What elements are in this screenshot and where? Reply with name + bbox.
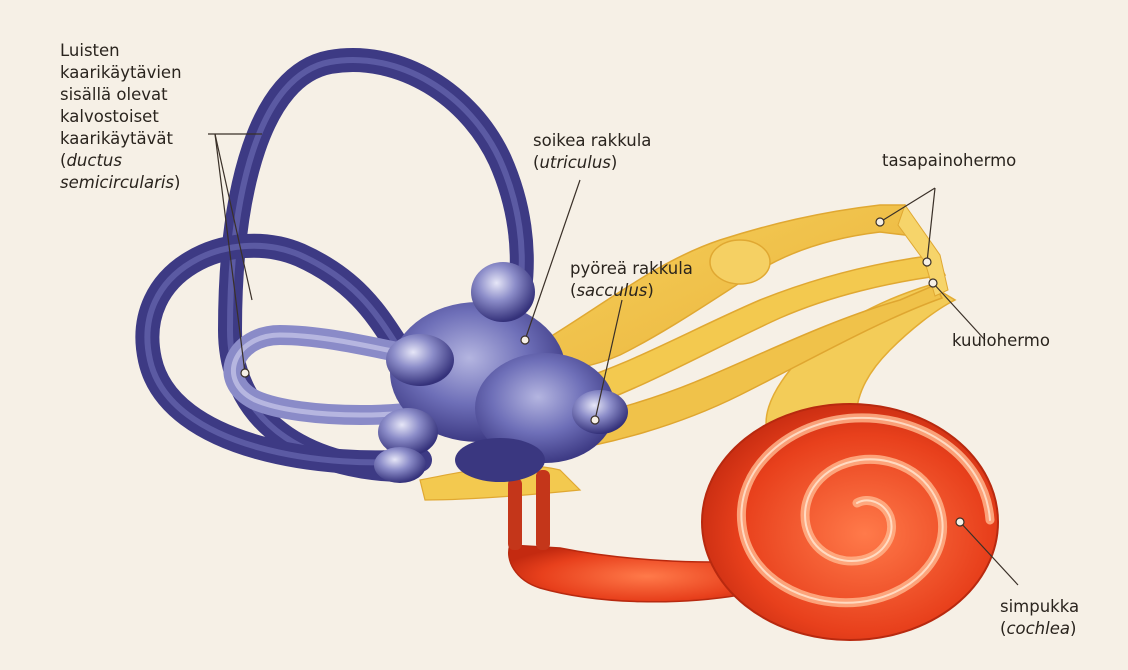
canals-line-4: kalvostoiset xyxy=(60,106,182,128)
label-cochlea: simpukka (cochlea) xyxy=(1000,596,1079,640)
label-semicircular-canals: Luisten kaarikäytävien sisällä olevat ka… xyxy=(60,40,182,194)
utricle-name: soikea rakkula xyxy=(533,130,651,152)
label-utricle: soikea rakkula (utriculus) xyxy=(533,130,651,174)
label-saccule: pyöreä rakkula (sacculus) xyxy=(570,258,693,302)
cochlea-name: simpukka xyxy=(1000,596,1079,618)
cochlear-nerve-name: kuulohermo xyxy=(952,330,1050,352)
label-cochlear-nerve: kuulohermo xyxy=(952,330,1050,352)
saccule-latin: sacculus xyxy=(576,281,647,300)
utricle-latin-line: (utriculus) xyxy=(533,152,651,174)
canals-latin-1: ductus xyxy=(66,151,122,170)
saccule-name: pyöreä rakkula xyxy=(570,258,693,280)
canals-latin-2: semicircularis xyxy=(60,173,174,192)
canals-line-7: semicircularis) xyxy=(60,172,182,194)
canals-line-2: kaarikäytävien xyxy=(60,62,182,84)
saccule-latin-line: (sacculus) xyxy=(570,280,693,302)
canals-line-3: sisällä olevat xyxy=(60,84,182,106)
canals-line-5: kaarikäytävät xyxy=(60,128,182,150)
cochlea-latin: cochlea xyxy=(1006,619,1070,638)
utricle-latin: utriculus xyxy=(539,153,610,172)
vestibular-nerve-name: tasapainohermo xyxy=(882,150,1016,172)
canals-line-1: Luisten xyxy=(60,40,182,62)
label-vestibular-nerve: tasapainohermo xyxy=(882,150,1016,172)
cochlea-latin-line: (cochlea) xyxy=(1000,618,1079,640)
canals-line-6: (ductus xyxy=(60,150,182,172)
vestibular-labyrinth xyxy=(147,60,628,483)
